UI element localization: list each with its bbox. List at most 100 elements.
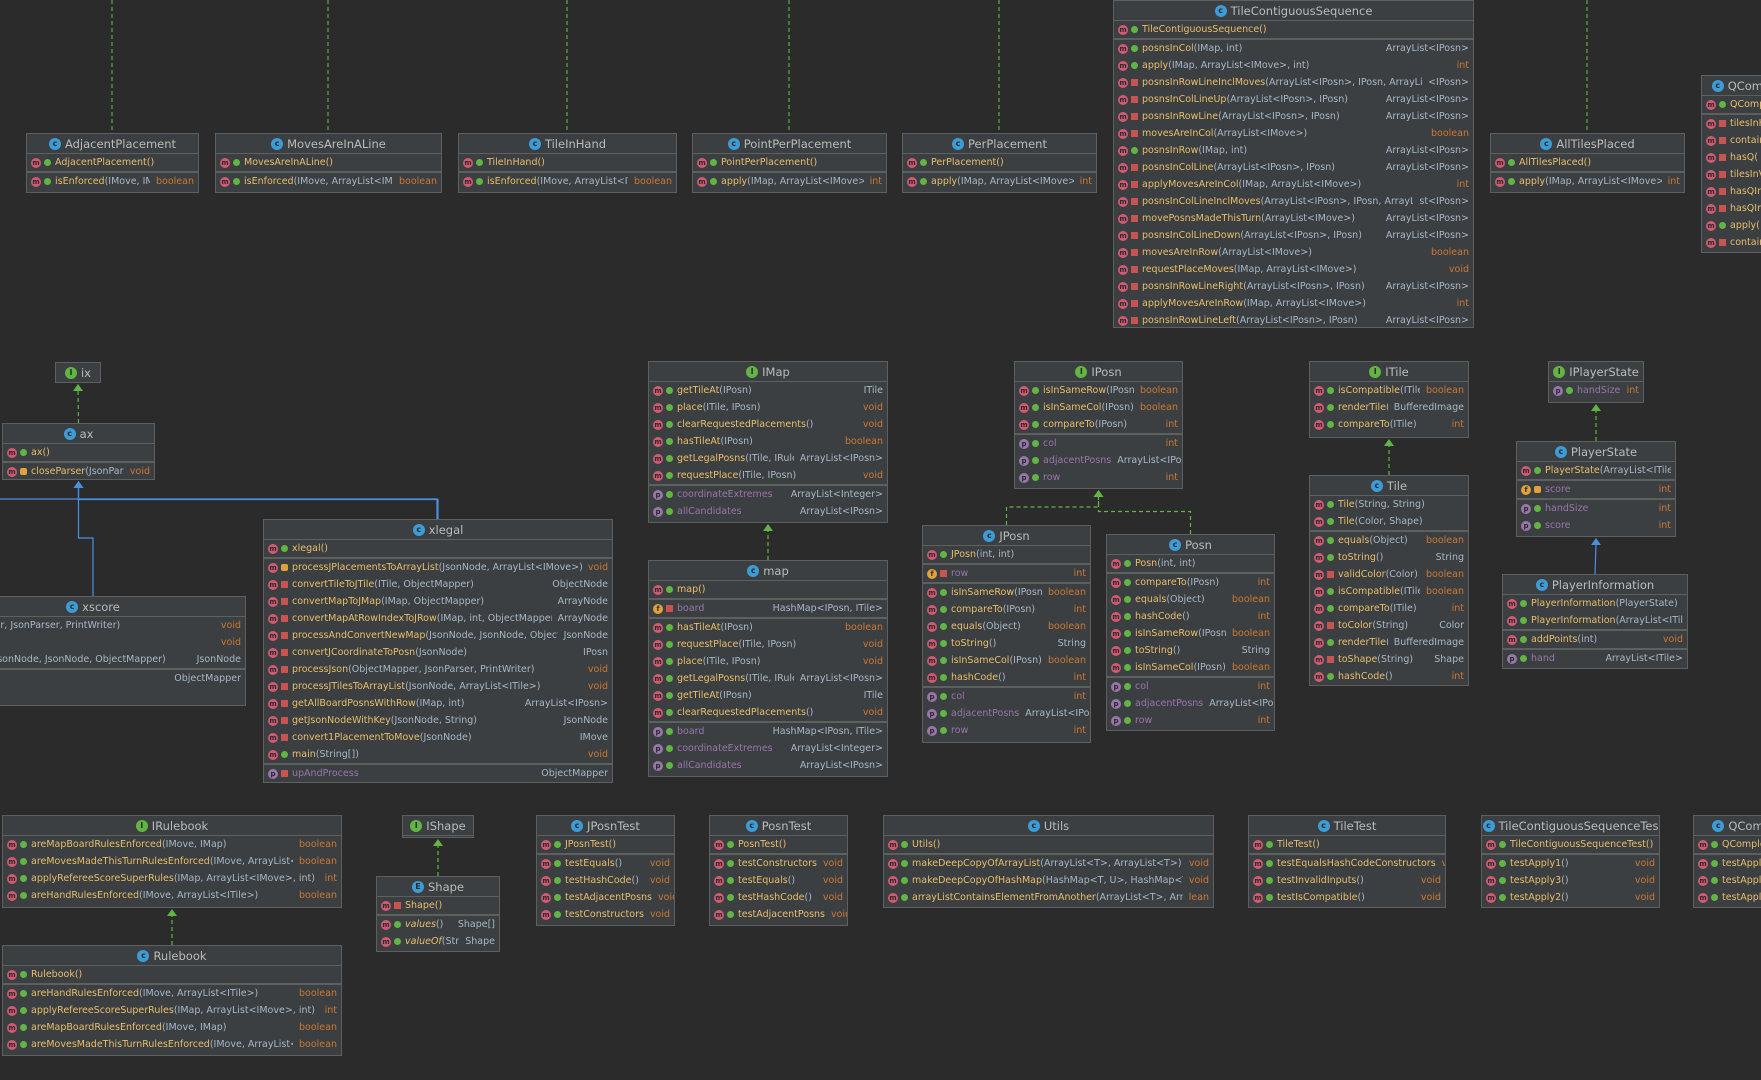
class-box-itile[interactable]: IITilemisCompatible(ITile)booleanmrender…	[1309, 361, 1469, 438]
method-row[interactable]: mcontain	[1702, 132, 1761, 149]
method-row[interactable]: bjectMapper, JsonParser, PrintWriter)voi…	[0, 617, 245, 634]
method-row[interactable]: vertScore(JsonNode, JsonNode, ObjectMapp…	[0, 651, 245, 668]
class-box-posn-test[interactable]: cPosnTestmPosnTest()mtestConstructors()v…	[709, 815, 848, 926]
class-box-qcomp-test[interactable]: cQCommQComplemtestApplymtestApplymtestAp…	[1693, 815, 1761, 908]
